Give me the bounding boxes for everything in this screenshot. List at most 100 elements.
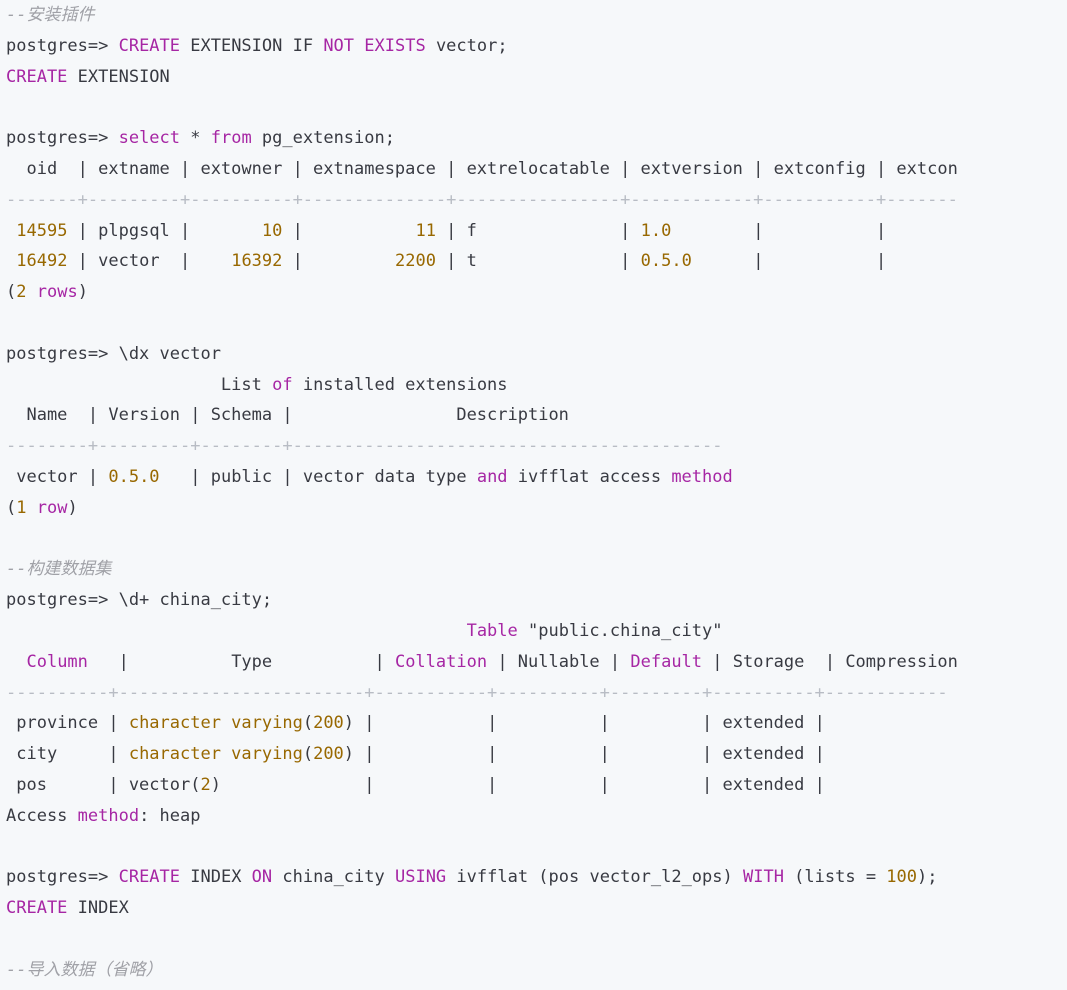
code-token: 16392: [231, 251, 283, 272]
code-token: 1.0: [640, 220, 672, 241]
code-token: character varying: [128, 713, 303, 734]
code-token: 2200: [394, 251, 436, 272]
code-token: city |: [6, 744, 129, 765]
code-line: [6, 92, 1067, 123]
code-token: | f |: [435, 220, 641, 241]
code-token: 0.5.0: [640, 251, 692, 272]
code-token: postgres=> \dx vector: [6, 343, 221, 364]
code-token: 2: [16, 282, 27, 303]
code-token: INDEX: [67, 898, 129, 919]
code-token: pg_extension;: [251, 128, 395, 149]
code-token: 14595: [16, 220, 68, 241]
code-token: --------+---------+--------+------------…: [6, 436, 723, 457]
code-token: ivfflat access: [507, 466, 672, 487]
code-token: | public | vector data type: [159, 466, 477, 487]
code-token: select: [118, 128, 181, 149]
code-line: [6, 524, 1067, 555]
code-token: NOT: [323, 35, 355, 56]
code-token: | Nullable |: [487, 651, 631, 672]
code-line: oid | extname | extowner | extnamespace …: [6, 154, 1067, 185]
code-token: ): [67, 497, 78, 518]
code-token: installed extensions: [292, 374, 508, 395]
code-token: --构建数据集: [6, 559, 112, 580]
code-token: vector |: [6, 466, 109, 487]
code-token: method: [77, 805, 140, 826]
code-token: 16492: [16, 251, 68, 272]
code-token: 1: [16, 497, 27, 518]
code-line: Access method: heap: [6, 801, 1067, 832]
code-token: Table: [466, 620, 518, 641]
code-token: USING: [394, 867, 447, 888]
code-token: | |: [691, 251, 887, 272]
code-token: |: [282, 251, 395, 272]
code-token: 2: [200, 774, 211, 795]
code-token: | t |: [435, 251, 641, 272]
code-token: oid | extname | extowner | extnamespace …: [6, 158, 958, 179]
code-line: Column | Type | Collation | Nullable | D…: [6, 647, 1067, 678]
code-token: ) | | | | extended |: [210, 774, 825, 795]
code-token: pos | vector(: [6, 774, 201, 795]
code-token: ----------+------------------------+----…: [6, 682, 948, 703]
code-token: );: [917, 867, 938, 888]
code-token: province |: [6, 713, 129, 734]
code-token: [27, 282, 37, 302]
code-line: -------+---------+----------+-----------…: [6, 185, 1067, 216]
code-token: [354, 36, 364, 56]
code-line: --导入数据（省略）: [6, 955, 1067, 986]
code-token: | Storage | Compression: [702, 651, 958, 672]
code-token: postgres=> \d+ china_city;: [6, 590, 273, 611]
code-token: [6, 221, 16, 241]
code-line: [6, 832, 1067, 863]
code-token: WITH: [742, 867, 784, 888]
code-token: [6, 652, 26, 672]
code-token: 100: [886, 867, 918, 888]
code-token: ): [77, 282, 88, 303]
code-token: : heap: [139, 805, 201, 826]
code-token: [27, 498, 37, 518]
code-line: [6, 308, 1067, 339]
code-token: postgres=>: [6, 867, 119, 888]
code-token: CREATE: [118, 867, 181, 888]
code-token: Name | Version | Schema | Description: [6, 405, 569, 426]
code-token: ivfflat (pos vector_l2_ops): [446, 867, 743, 888]
code-line: Name | Version | Schema | Description: [6, 400, 1067, 431]
code-token: "public.china_city": [517, 620, 723, 641]
code-token: | |: [671, 220, 887, 241]
code-token: postgres=>: [6, 128, 119, 149]
code-line: List of installed extensions: [6, 370, 1067, 401]
code-token: china_city: [272, 867, 395, 888]
code-token: and: [476, 466, 508, 487]
code-token: Access: [6, 805, 78, 826]
code-token: List: [6, 374, 273, 395]
code-token: -------+---------+----------+-----------…: [6, 189, 958, 210]
code-line: pos | vector(2) | | | | extended |: [6, 770, 1067, 801]
code-token: character varying: [128, 744, 303, 765]
code-token: method: [671, 466, 733, 487]
code-token: ) | | | | extended |: [343, 713, 825, 734]
code-token: (lists =: [783, 867, 887, 888]
code-token: of: [272, 374, 293, 395]
code-line: postgres=> CREATE EXTENSION IF NOT EXIST…: [6, 31, 1067, 62]
code-token: EXTENSION IF: [180, 35, 324, 56]
code-line: (2 rows): [6, 277, 1067, 308]
code-token: Column: [26, 651, 88, 672]
code-token: 200: [313, 744, 344, 765]
code-token: | vector |: [67, 251, 232, 272]
code-token: rows: [36, 282, 78, 303]
code-token: (: [6, 282, 17, 303]
code-token: | Type |: [87, 651, 395, 672]
code-token: --导入数据（省略）: [6, 959, 163, 980]
code-token: row: [36, 497, 68, 518]
code-line: --安装插件: [6, 0, 1067, 31]
code-token: vector;: [425, 35, 508, 56]
code-token: INDEX: [180, 867, 252, 888]
code-token: |: [282, 220, 416, 241]
code-line: (1 row): [6, 493, 1067, 524]
code-token: CREATE: [6, 898, 68, 919]
code-line: CREATE EXTENSION: [6, 62, 1067, 93]
code-token: (: [6, 497, 17, 518]
code-line: city | character varying(200) | | | | ex…: [6, 739, 1067, 770]
code-token: [6, 251, 16, 271]
